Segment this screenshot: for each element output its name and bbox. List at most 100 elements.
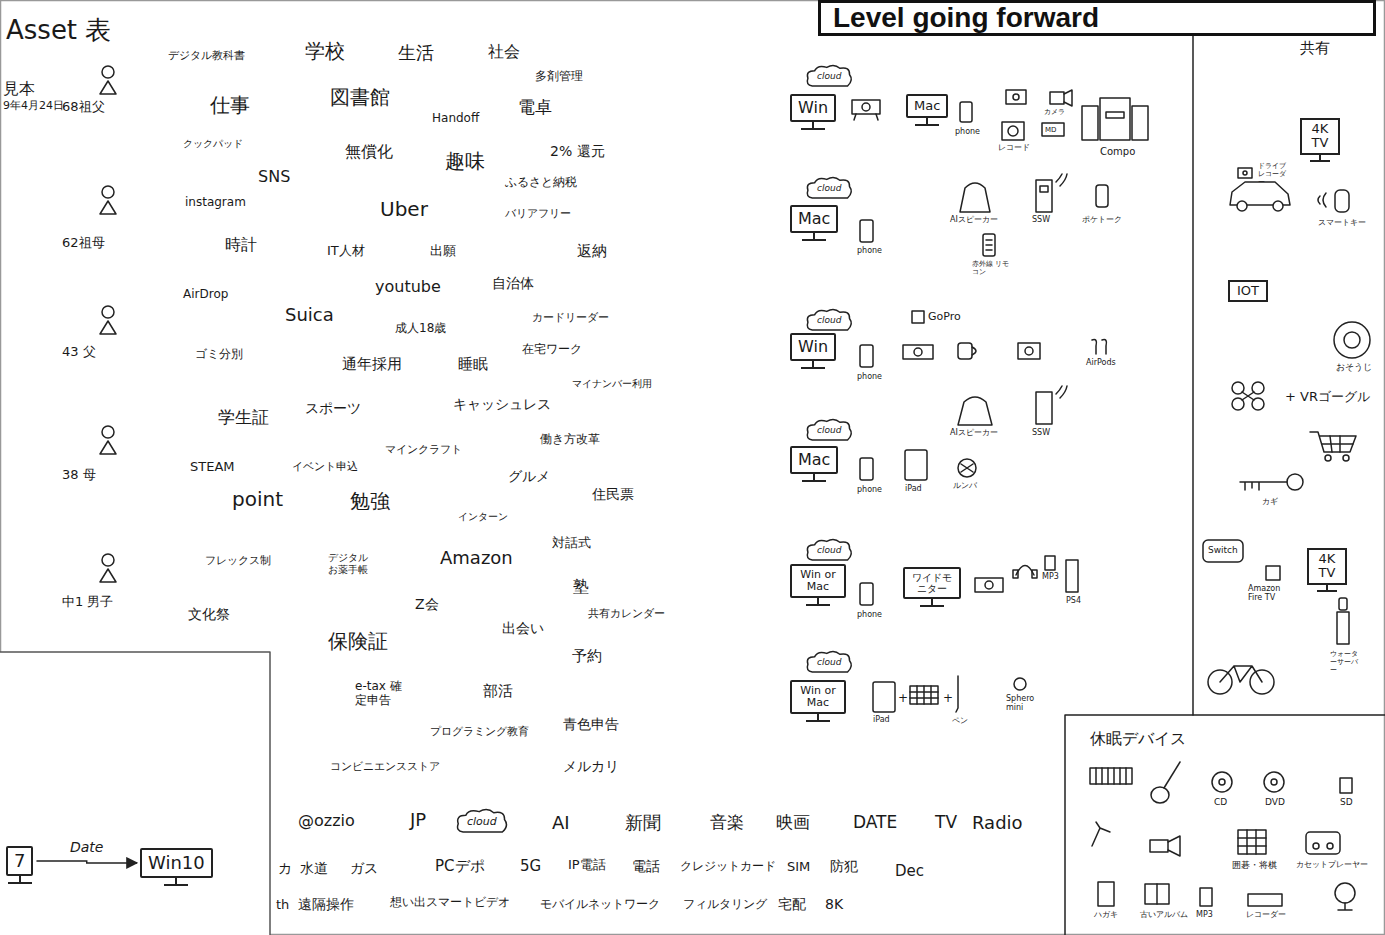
word-label: キャッシュレス (453, 396, 551, 412)
node-text: cloud (817, 184, 841, 194)
word-label: 睡眠 (458, 356, 488, 373)
node-text: Win (798, 338, 828, 356)
title-box: Level going forward (818, 0, 1376, 36)
node-text: IOT (1237, 284, 1259, 298)
word-label: MP3 (1042, 572, 1059, 581)
cloud-outline-path (807, 65, 851, 86)
word-label: 音楽 (710, 813, 744, 833)
word-label: 8K (825, 896, 843, 912)
word-label: バリアフリー (505, 208, 571, 221)
word-label: カギ (1262, 497, 1278, 506)
word-label: phone (857, 485, 882, 494)
word-label: Sphero mini (1006, 694, 1042, 712)
word-label: Switch (1208, 545, 1238, 555)
word-label: Amazon (440, 548, 513, 569)
word-label: デジタル教科書 (168, 50, 245, 63)
word-label: DATE (853, 813, 897, 833)
word-label: phone (857, 610, 882, 619)
word-label: 中1 男子 (62, 595, 113, 610)
word-label: 社会 (488, 43, 520, 61)
word-label: 図書館 (330, 86, 390, 109)
word-label: 出会い (502, 620, 544, 636)
word-label: 生活 (398, 43, 434, 64)
word-label: phone (857, 372, 882, 381)
tv-box: 4K TV (1300, 118, 1340, 155)
word-label: + (898, 692, 908, 706)
word-label: PS4 (1066, 596, 1081, 605)
cloud-outline-path (807, 539, 851, 560)
word-label: STEAM (190, 460, 235, 475)
word-label: + (943, 692, 953, 706)
word-label: 塾 (573, 578, 589, 596)
dormant-frame (1065, 715, 1385, 935)
node-text: cloud (817, 426, 841, 436)
word-label: TV (935, 813, 957, 833)
word-label: 成人18歳 (395, 322, 446, 336)
word-label: 予約 (572, 648, 602, 665)
word-label: MD (1045, 126, 1056, 134)
row3-devices (860, 311, 1107, 367)
word-label: SSW (1032, 428, 1050, 437)
word-label: ハガキ (1094, 910, 1118, 919)
node-text: Win (798, 99, 828, 117)
word-label: ガス (350, 860, 378, 876)
word-label: 見本 (3, 80, 35, 98)
word-label: GoPro (928, 311, 961, 324)
word-label: インターン (458, 511, 508, 523)
word-label: 休眠デバイス (1090, 730, 1186, 748)
word-label: 赤外線 リモコン (972, 260, 1012, 276)
word-label: 時計 (225, 236, 257, 254)
word-label: IT人材 (327, 244, 365, 259)
node-text: Win or Mac (798, 685, 838, 709)
word-label: SIM (787, 860, 810, 875)
node-text: 4K TV (1305, 122, 1335, 151)
cloud-outline-path (807, 309, 851, 330)
word-label: AirPods (1086, 358, 1116, 367)
word-label: @ozzio (298, 812, 355, 830)
word-label: カメラ (1044, 108, 1065, 116)
word-label: スポーツ (305, 400, 361, 416)
monitor-box: Win or Mac (790, 564, 846, 598)
node-text: cloud (817, 658, 841, 668)
word-label: Amazon Fire TV (1248, 584, 1290, 602)
node-text: Mac (798, 210, 830, 228)
cloud-shape: cloud (805, 64, 853, 88)
monitor-box: Mac (906, 94, 948, 118)
word-label: レコーダー (1246, 910, 1286, 919)
node-text: Mac (914, 99, 940, 113)
word-label: 5G (520, 858, 541, 875)
cloud-outline-path (458, 810, 507, 832)
node-text: cloud (817, 316, 841, 326)
connector-arrow (36, 861, 137, 863)
cloud-shape: cloud (805, 650, 853, 674)
word-label: Handoff (432, 112, 479, 126)
word-label: 共有カレンダー (588, 608, 665, 621)
edge-label: Date (68, 840, 105, 855)
monitor-box: Win (790, 333, 836, 361)
word-label: 9年4月24日 (3, 100, 64, 113)
word-label: 住民票 (592, 486, 634, 502)
word-label: ペン (952, 716, 968, 725)
word-label: イベント申込 (292, 461, 358, 474)
word-label: フィルタリング (683, 898, 767, 912)
word-label: DVD (1265, 797, 1285, 807)
monitor-box: Win10 (140, 848, 213, 878)
person-icons (100, 66, 116, 582)
word-label: 部活 (483, 683, 513, 700)
word-label: ポケトーク (1082, 215, 1122, 224)
word-label: 新聞 (625, 813, 661, 834)
word-label: 青色申告 (563, 716, 619, 732)
word-label: th (276, 898, 289, 913)
word-label: 返納 (577, 243, 607, 260)
monitor-box: Win or Mac (790, 680, 846, 714)
word-label: MP3 (1196, 910, 1213, 919)
word-label: 68祖父 (62, 100, 105, 115)
row5-devices (860, 556, 1078, 605)
node-text: cloud (817, 546, 841, 556)
word-label: iPad (873, 715, 890, 724)
word-label: フレックス制 (205, 555, 271, 568)
word-label: AirDrop (183, 288, 228, 302)
cloud-shape: cloud (805, 176, 853, 200)
word-label: 学校 (305, 40, 345, 63)
